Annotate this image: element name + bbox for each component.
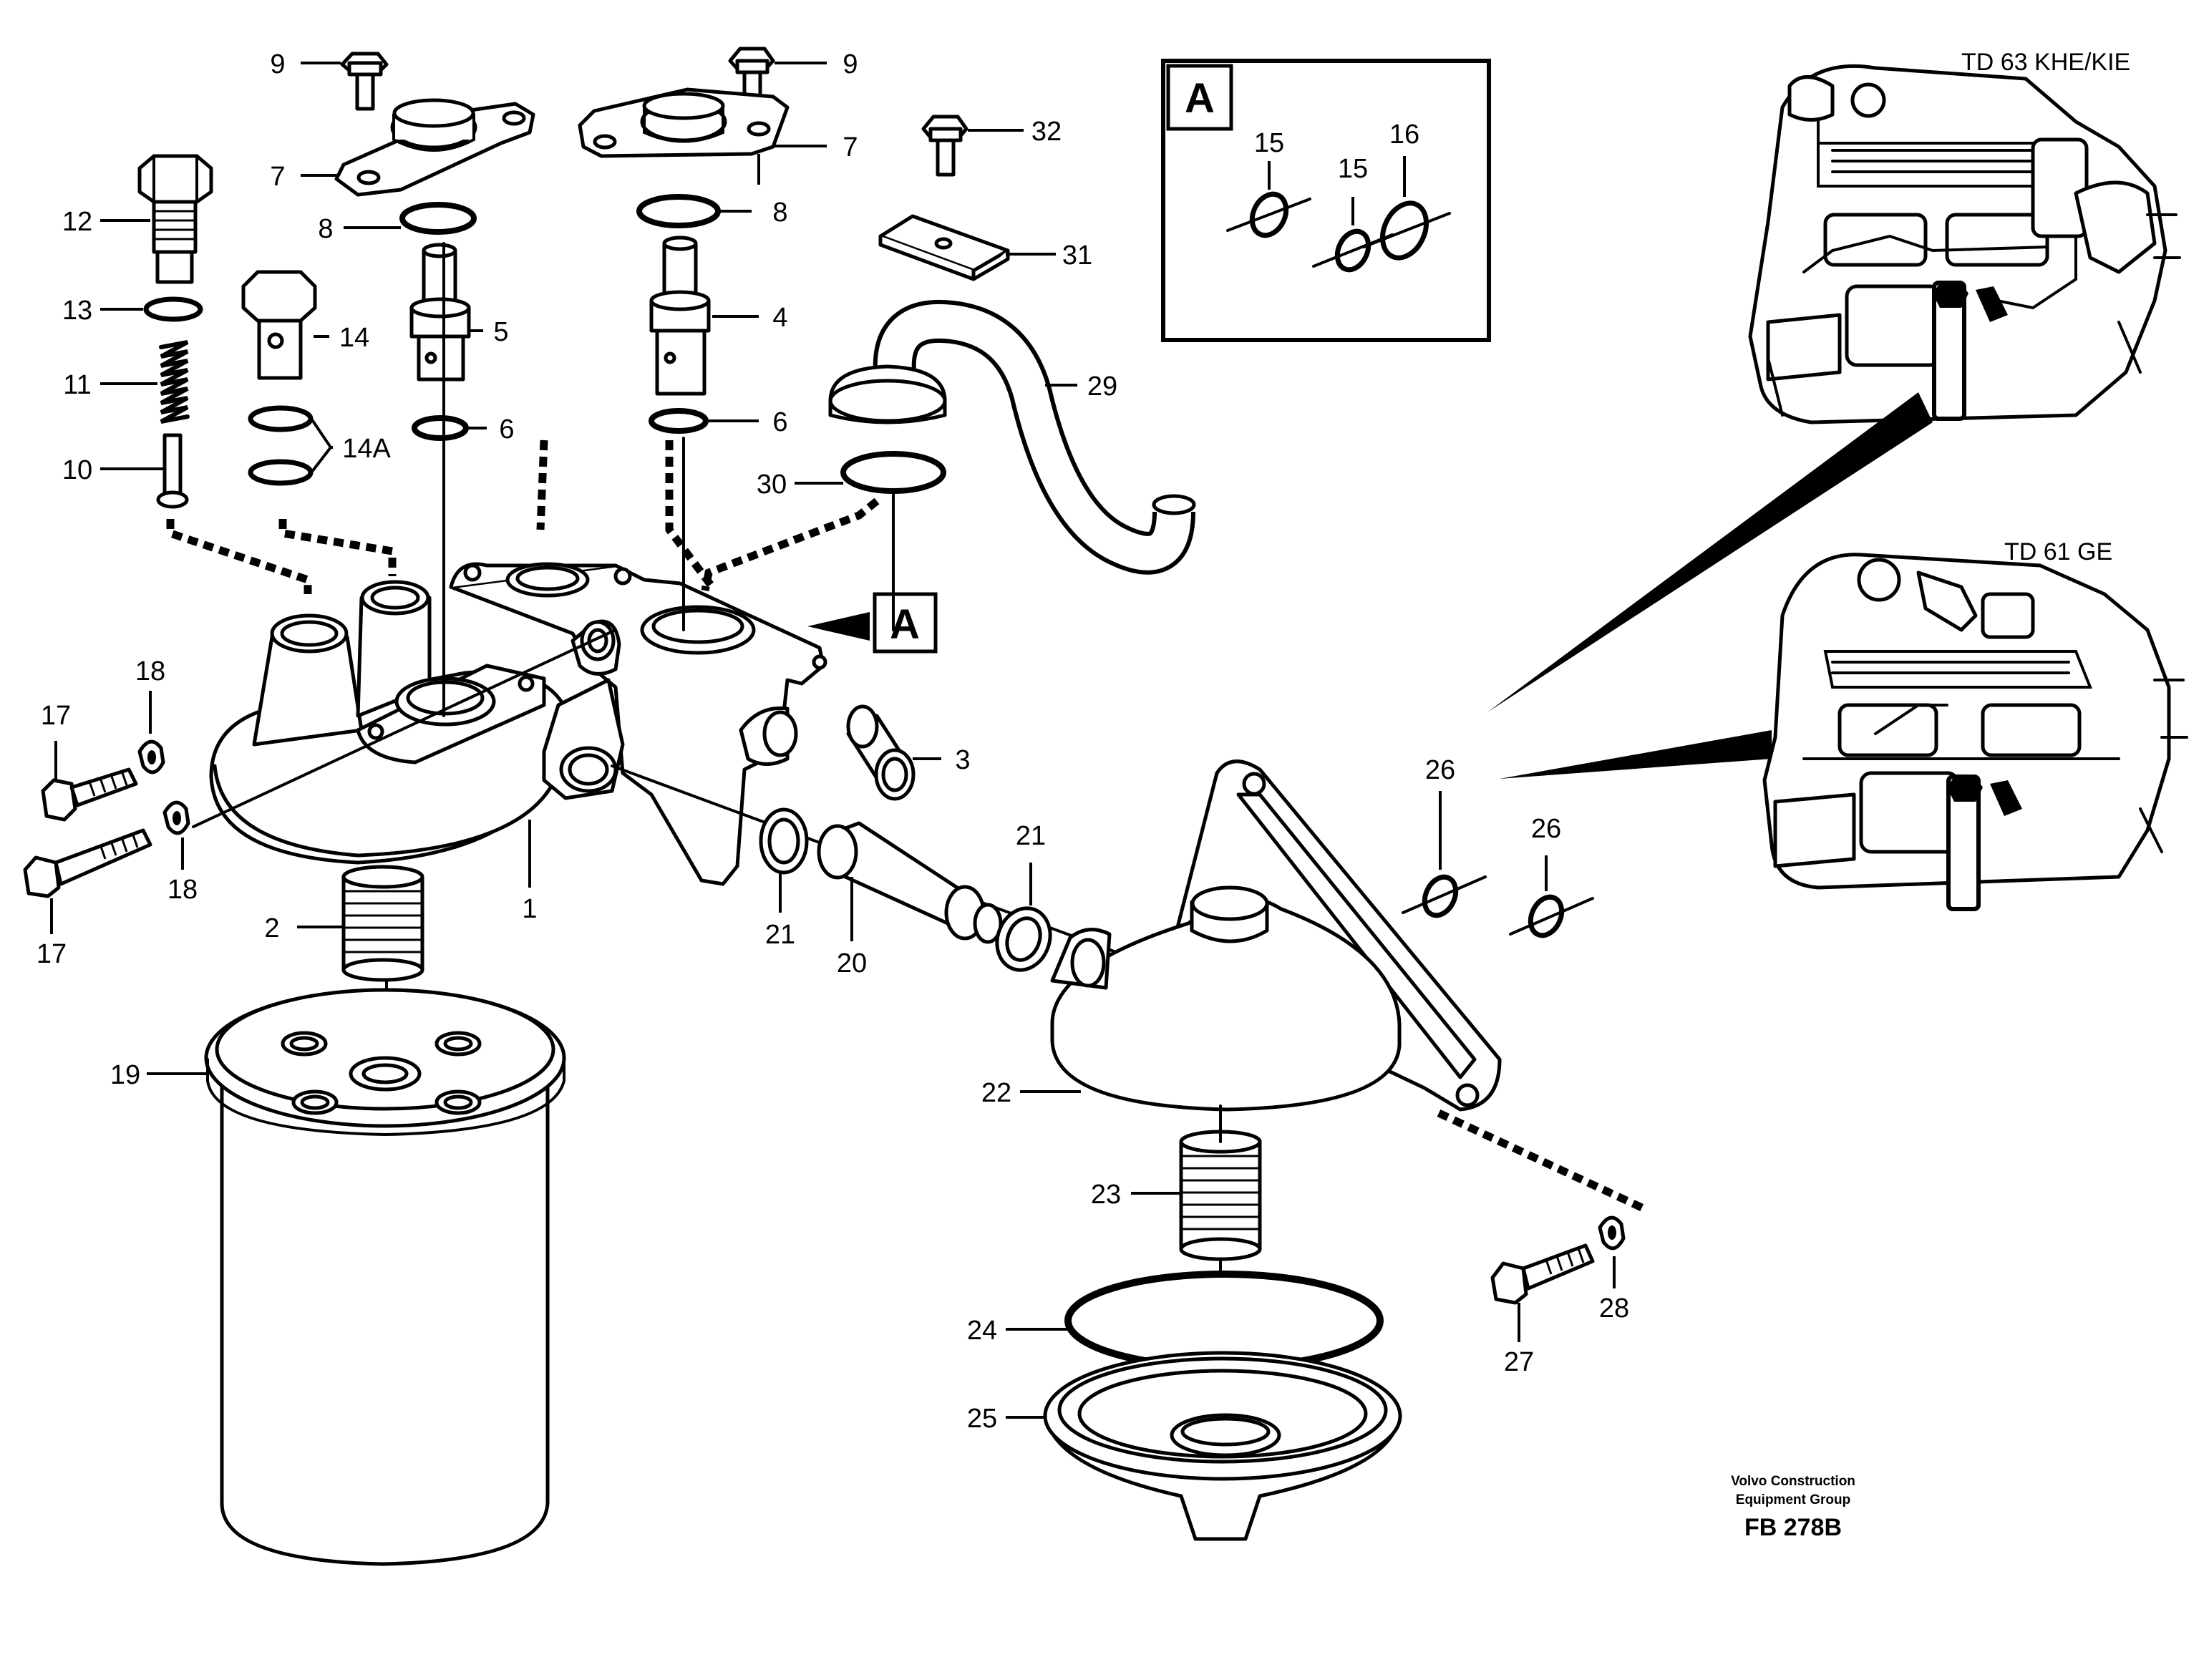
callout-26-lower: 26 [1531, 814, 1561, 844]
callout-8-left: 8 [318, 214, 333, 244]
company-line-2: Equipment Group [1736, 1492, 1850, 1507]
fuel-hose-29: 29 [828, 299, 1196, 575]
callout-22: 22 [981, 1078, 1011, 1108]
banjo-bolt-14: 14 [241, 270, 369, 380]
water-separator-housing-22: 22 [981, 759, 1502, 1112]
engine-location-pointers [1487, 392, 1933, 779]
o-ring-8-left: 8 [318, 202, 477, 244]
cover-7-right: 7 [578, 87, 858, 185]
callout-8-right: 8 [772, 198, 787, 228]
callout-24: 24 [967, 1316, 997, 1346]
engine-td63-illustration: TD 63 KHE/KIE [1748, 49, 2181, 424]
washer-18-lower: 18 [162, 800, 198, 905]
washer-6-left: 6 [412, 414, 515, 445]
o-ring-15-detail: 15 [1226, 128, 1311, 238]
footer-credit: Volvo Construction Equipment Group FB 27… [1731, 1474, 1855, 1541]
callout-15-b: 15 [1338, 154, 1368, 184]
callout-7-right: 7 [843, 132, 858, 162]
valve-4: 4 [649, 236, 788, 396]
callout-6-left: 6 [499, 414, 514, 445]
callout-5: 5 [493, 317, 508, 347]
filter-housing-1: 1 [209, 562, 827, 924]
callout-6-right: 6 [772, 407, 787, 437]
detail-reference-a: A [807, 592, 938, 654]
callout-9-right: 9 [843, 49, 858, 79]
sealing-washer-13: 13 [62, 296, 203, 326]
bolt-17-lower: 17 [23, 828, 152, 969]
callout-1: 1 [522, 894, 537, 924]
engine-td61-illustration: TD 61 GE [1762, 538, 2188, 911]
callout-18-upper: 18 [135, 656, 165, 686]
callout-21-left: 21 [765, 920, 795, 950]
callout-31: 31 [1062, 241, 1092, 271]
callout-13: 13 [62, 296, 92, 326]
callout-12: 12 [62, 207, 92, 237]
bushing-3: 3 [846, 704, 971, 801]
washer-18-upper: 18 [135, 656, 165, 775]
clamp-plate-31: 31 [878, 214, 1092, 281]
o-ring-26-upper: 26 [1402, 755, 1487, 918]
cover-7-left: 7 [270, 98, 535, 197]
nipple-23: 23 [1091, 1104, 1262, 1397]
callout-28: 28 [1599, 1293, 1629, 1324]
callout-27: 27 [1504, 1347, 1534, 1377]
callout-17-upper: 17 [41, 701, 71, 731]
water-bowl-25: 25 [967, 1351, 1402, 1541]
o-ring-8-right: 8 [636, 194, 788, 228]
callout-3: 3 [955, 745, 970, 775]
callout-25: 25 [967, 1404, 997, 1434]
bolt-27: 27 [1490, 1243, 1595, 1377]
seal-ring-21-left: 21 [759, 807, 809, 950]
callout-17-lower: 17 [37, 939, 67, 969]
callout-20: 20 [837, 948, 867, 979]
spring-11: 11 [63, 340, 190, 424]
callout-15-a: 15 [1254, 128, 1284, 158]
nipple-2: 2 [264, 865, 424, 982]
callout-30: 30 [757, 470, 787, 500]
o-ring-24: 24 [967, 1271, 1384, 1371]
callout-21-right: 21 [1016, 821, 1046, 851]
o-ring-16-detail: 16 [1362, 120, 1451, 261]
callout-23: 23 [1091, 1180, 1121, 1210]
callout-9-left: 9 [270, 49, 285, 79]
callout-11: 11 [63, 370, 91, 400]
detail-reference-label: A [890, 601, 920, 648]
callout-19: 19 [110, 1060, 140, 1090]
callout-4: 4 [772, 303, 787, 333]
valve-5: 5 [409, 243, 509, 382]
assembly-dashed-lines [166, 440, 1649, 1213]
washer-6-right: 6 [649, 407, 788, 437]
piston-10: 10 [62, 433, 189, 509]
detail-box-a: A 15 15 16 [1161, 59, 1491, 342]
bolt-17-upper: 17 [41, 701, 138, 822]
callout-32: 32 [1031, 117, 1062, 147]
company-line-1: Volvo Construction [1731, 1474, 1855, 1489]
figure-reference: FB 278B [1744, 1514, 1842, 1541]
callout-16: 16 [1389, 120, 1419, 150]
engine-bottom-title: TD 61 GE [2004, 538, 2112, 565]
callout-29: 29 [1087, 372, 1117, 402]
seal-ring-21-right: 21 [995, 821, 1052, 972]
callout-10: 10 [62, 455, 92, 485]
callout-26-upper: 26 [1425, 755, 1455, 785]
washer-28: 28 [1598, 1215, 1629, 1324]
callout-7-left: 7 [270, 162, 285, 192]
screw-32: 32 [921, 115, 1062, 177]
callout-2: 2 [264, 913, 279, 943]
callout-18-lower: 18 [168, 875, 198, 905]
connecting-pipe-20: 20 [817, 821, 1003, 979]
sealing-washers-14a: 14A [248, 405, 391, 486]
callout-14: 14 [339, 323, 369, 353]
callout-14a: 14A [342, 434, 391, 464]
engine-top-title: TD 63 KHE/KIE [1961, 49, 2130, 76]
screw-9-left: 9 [270, 49, 389, 111]
o-ring-26-lower: 26 [1509, 814, 1594, 938]
hollow-screw-12: 12 [62, 154, 213, 284]
detail-box-label: A [1185, 75, 1215, 122]
o-ring-30: 30 [757, 451, 946, 500]
fuel-filter-19: 19 [110, 988, 566, 1566]
